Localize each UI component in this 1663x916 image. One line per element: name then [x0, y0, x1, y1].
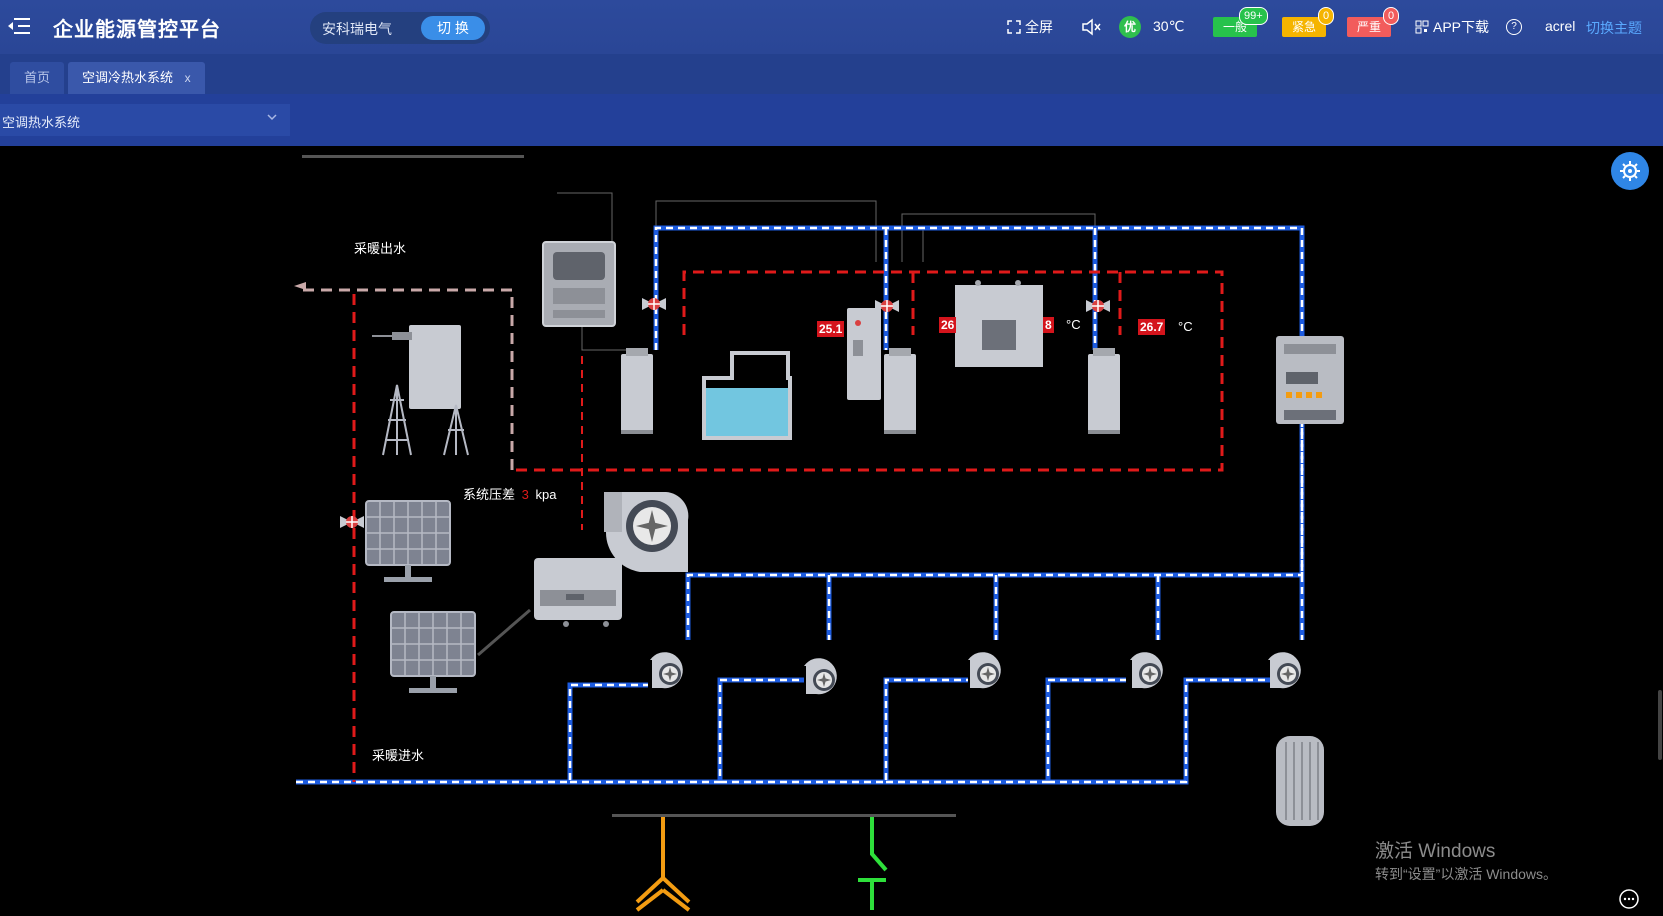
temp-reading-3: 8 [1043, 317, 1054, 333]
tab-home[interactable]: 首页 [10, 62, 65, 94]
tab-hvac-water-system[interactable]: 空调冷热水系统 x [68, 62, 205, 94]
pressure-label: 系统压差 [463, 487, 516, 502]
org-name: 安科瑞电气 [322, 21, 392, 37]
alarm-urgent-count: 0 [1318, 7, 1335, 25]
heating-outlet-label: 采暖出水 [354, 241, 407, 256]
pressure-unit: kpa [535, 487, 557, 502]
user-name[interactable]: acrel [1545, 18, 1576, 34]
app-title: 企业能源管控平台 [53, 19, 221, 41]
system-select-value: 空调热水系统 [2, 115, 81, 130]
help-icon[interactable]: ? [1506, 19, 1522, 35]
temp-unit-1: °C [1066, 317, 1081, 332]
temp-reading-2: 26 [939, 317, 957, 333]
switch-org-button[interactable]: 切 换 [421, 16, 485, 40]
tab-bar [0, 54, 1663, 94]
app-download-label: APP下载 [1433, 19, 1490, 35]
volume-mute-icon[interactable] [1080, 17, 1102, 37]
heating-inlet-label: 采暖进水 [372, 748, 425, 763]
alarm-general-button[interactable]: 一般 99+ [1213, 7, 1268, 37]
pressure-value: 3 [521, 487, 529, 502]
temp-unit-2: °C [1178, 319, 1193, 334]
switch-theme-link[interactable]: 切换主题 [1586, 20, 1642, 36]
chat-icon[interactable] [1618, 888, 1640, 910]
alarm-urgent-button[interactable]: 紧急 0 [1282, 7, 1335, 37]
chevron-down-icon[interactable] [266, 111, 278, 123]
fullscreen-label: 全屏 [1025, 19, 1053, 35]
hvac-diagram [294, 155, 1344, 912]
diagram-canvas [0, 146, 1663, 916]
windows-activation-title: 激活 Windows [1375, 841, 1496, 862]
app-download-button[interactable]: APP下载 [1415, 17, 1489, 37]
pressure-diff-readout: 系统压差 3 kpa [463, 484, 556, 503]
alarm-severe-count: 0 [1383, 7, 1400, 25]
temp-reading-4: 26.7 [1138, 319, 1166, 335]
settings-button[interactable] [1611, 152, 1649, 190]
scrollbar-thumb[interactable] [1658, 690, 1662, 760]
alarm-severe-button[interactable]: 严重 0 [1347, 7, 1400, 37]
alarm-general-count: 99+ [1239, 7, 1268, 25]
alarm-severe-label: 严重 [1356, 20, 1381, 34]
alarm-general-label: 一般 [1222, 20, 1247, 34]
tab-home-label: 首页 [24, 70, 51, 85]
temperature-reading: 30℃ [1153, 18, 1185, 34]
temp-reading-1: 25.1 [817, 321, 845, 337]
tab-close-icon[interactable]: x [184, 71, 191, 85]
menu-fold-icon[interactable] [8, 16, 30, 36]
tab-hvac-label: 空调冷热水系统 [82, 70, 174, 85]
system-select[interactable] [0, 104, 290, 136]
windows-activation-hint: 转到“设置”以激活 Windows。 [1375, 866, 1558, 882]
qrcode-icon [1415, 20, 1429, 34]
alarm-urgent-label: 紧急 [1291, 20, 1316, 34]
fullscreen-icon [1007, 20, 1021, 34]
top-bar [0, 0, 1663, 54]
fullscreen-button[interactable]: 全屏 [1007, 17, 1053, 37]
gear-icon [1620, 161, 1640, 181]
air-quality-badge: 优 [1119, 16, 1141, 38]
